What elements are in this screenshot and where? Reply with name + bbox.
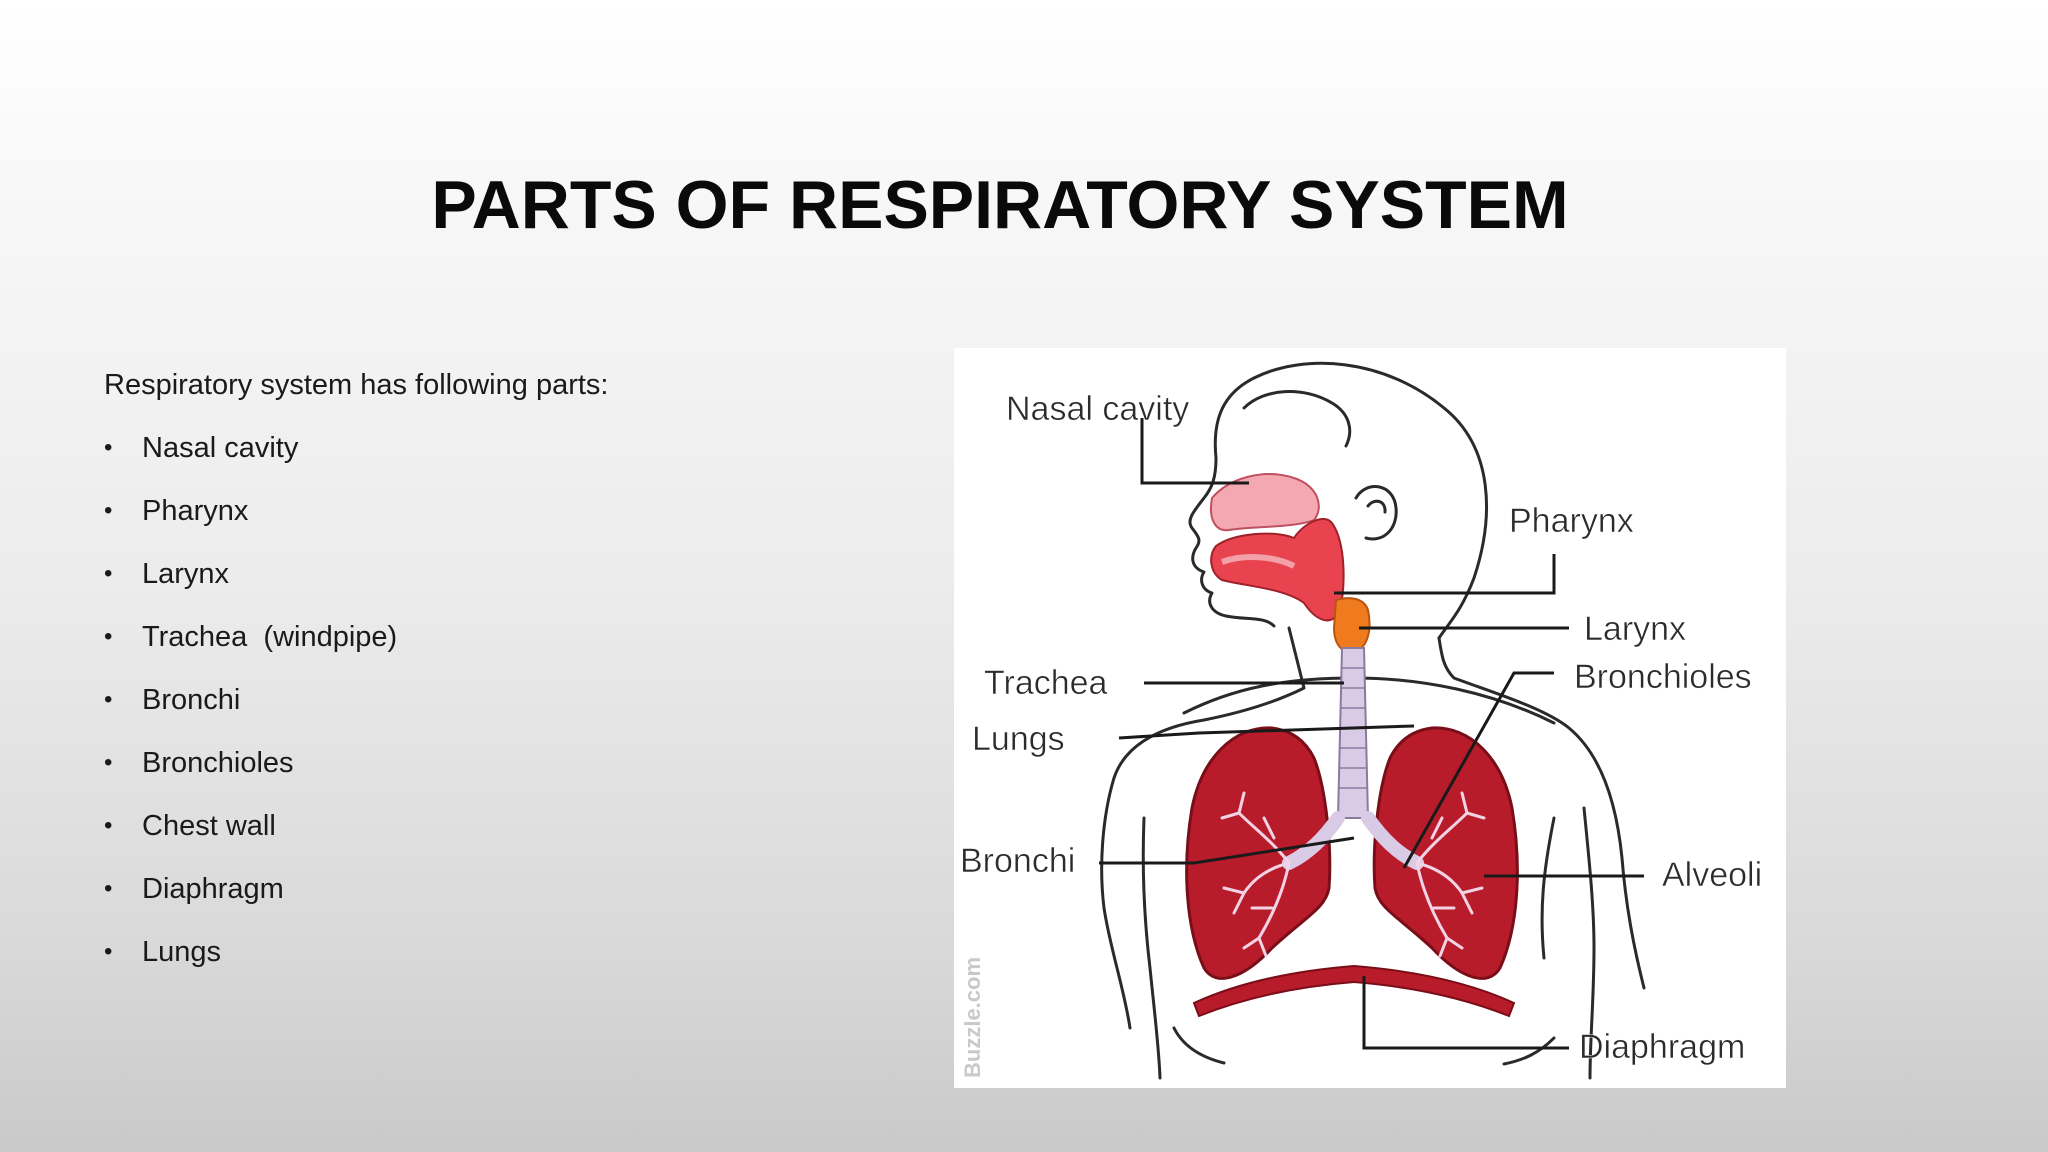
watermark: Buzzle.com xyxy=(960,957,985,1078)
bullet-icon: • xyxy=(104,497,113,524)
bronchioles-left xyxy=(1220,791,1291,958)
bullet-icon: • xyxy=(104,623,113,650)
respiratory-diagram: Nasal cavity Pharynx Larynx Trachea Bron… xyxy=(954,348,1786,1088)
list-item: • Lungs xyxy=(104,931,924,994)
right-lung xyxy=(1372,726,1519,980)
list-item: • Bronchioles xyxy=(104,742,924,805)
label-bronchioles: Bronchioles xyxy=(1574,658,1752,696)
leader-diaphragm xyxy=(1362,976,1569,1050)
bullet-icon: • xyxy=(104,560,113,587)
list-item-label: Nasal cavity xyxy=(142,432,299,464)
label-diaphragm: Diaphragm xyxy=(1579,1028,1745,1066)
slide-title: PARTS OF RESPIRATORY SYSTEM xyxy=(431,167,1569,243)
parts-list: • Nasal cavity • Pharynx • Larynx • Trachea … xyxy=(104,427,924,994)
list-item: • Nasal cavity xyxy=(104,427,924,490)
arm-right-muscle xyxy=(1540,816,1556,960)
list-item: • Diaphragm xyxy=(104,868,924,931)
bullet-icon: • xyxy=(104,686,113,713)
list-item-label: Chest wall xyxy=(142,810,276,842)
label-larynx: Larynx xyxy=(1584,610,1686,648)
list-item-label: Trachea (windpipe) xyxy=(142,621,398,653)
slide-body: Respiratory system has following parts: … xyxy=(104,364,924,994)
list-item: • Trachea (windpipe) xyxy=(104,616,924,679)
leader-bronchi xyxy=(1099,836,1355,865)
bronchioles-right xyxy=(1415,791,1486,958)
face-profile xyxy=(1188,376,1276,628)
list-item-label: Larynx xyxy=(142,558,230,590)
leader-lungs xyxy=(1118,724,1415,740)
body-outline xyxy=(1100,361,1646,1080)
hair-fringe xyxy=(1242,390,1352,448)
intro-text: Respiratory system has following parts: xyxy=(104,369,609,401)
larynx-shape xyxy=(1332,597,1371,654)
tongue xyxy=(1220,554,1296,569)
head-outline xyxy=(1252,361,1488,640)
list-item: • Pharynx xyxy=(104,490,924,553)
bullet-icon: • xyxy=(104,749,113,776)
label-nasal-cavity: Nasal cavity xyxy=(1006,390,1189,428)
respiratory-diagram-svg: Nasal cavity Pharynx Larynx Trachea Bron… xyxy=(960,361,1762,1080)
torso-right-bottom xyxy=(1502,1036,1556,1066)
arm-left-inner xyxy=(1141,816,1162,1080)
bullet-icon: • xyxy=(104,434,113,461)
bullet-icon: • xyxy=(104,812,113,839)
label-trachea: Trachea xyxy=(984,664,1108,702)
leader-nasal xyxy=(1140,418,1249,485)
list-item-label: Bronchioles xyxy=(142,747,294,779)
list-item-label: Diaphragm xyxy=(142,873,284,905)
label-bronchi: Bronchi xyxy=(960,842,1075,880)
list-item: • Bronchi xyxy=(104,679,924,742)
label-lungs: Lungs xyxy=(972,720,1065,758)
ear-inner xyxy=(1366,499,1387,514)
shoulder-right xyxy=(1437,636,1646,990)
list-item: • Larynx xyxy=(104,553,924,616)
label-pharynx: Pharynx xyxy=(1509,502,1634,540)
pharynx-shape xyxy=(1210,518,1345,622)
list-item-label: Pharynx xyxy=(142,495,249,527)
ear xyxy=(1354,485,1398,541)
label-alveoli: Alveoli xyxy=(1662,856,1762,894)
trachea-shape xyxy=(1336,647,1370,819)
neck-front xyxy=(1112,626,1306,780)
bullet-icon: • xyxy=(104,938,113,965)
leader-bronchioles xyxy=(1402,671,1554,869)
diaphragm-shape xyxy=(1192,964,1516,1018)
list-item-label: Bronchi xyxy=(142,684,241,716)
leader-pharynx xyxy=(1334,554,1556,595)
arm-right-inner xyxy=(1582,806,1596,1080)
list-item-label: Lungs xyxy=(142,936,222,968)
leader-lines xyxy=(1099,418,1644,1050)
torso-left-bottom xyxy=(1172,1026,1226,1065)
arm-left xyxy=(1100,776,1132,1030)
bullet-icon: • xyxy=(104,875,113,902)
list-item: • Chest wall xyxy=(104,805,924,868)
